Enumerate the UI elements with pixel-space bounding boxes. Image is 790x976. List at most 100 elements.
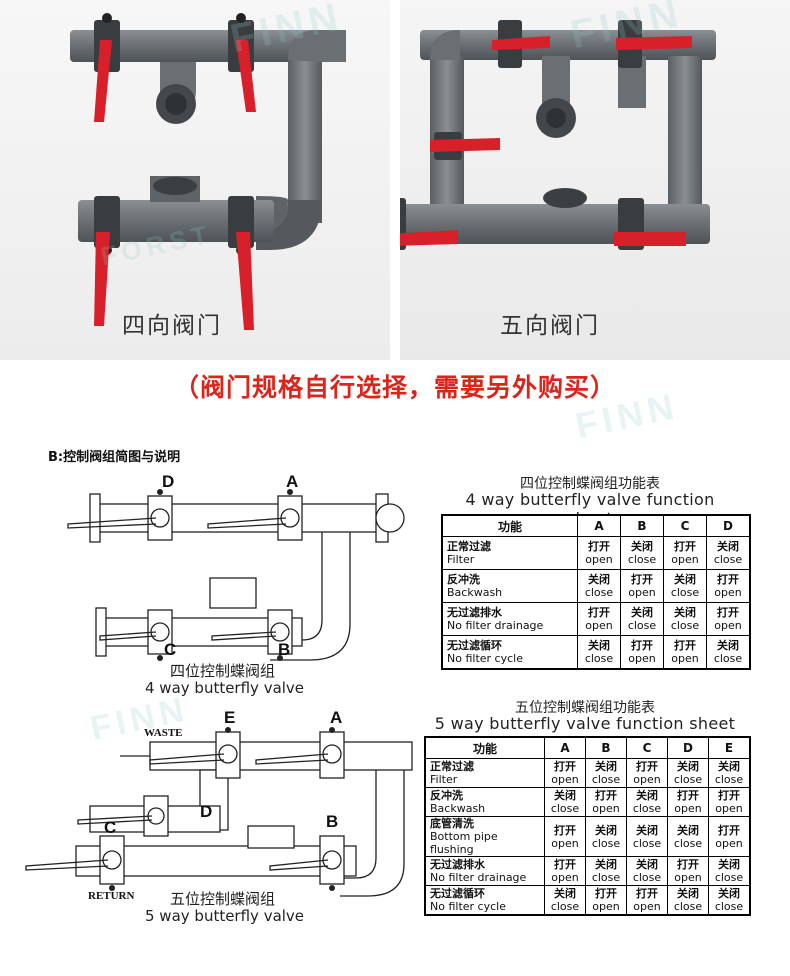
table-header: C xyxy=(663,514,707,537)
state-cn: 关闭 xyxy=(588,573,610,586)
valve-label-b: B xyxy=(326,812,339,831)
state-cn: 关闭 xyxy=(554,789,576,802)
state-en: open xyxy=(633,773,661,786)
state-en: open xyxy=(585,619,613,632)
state-en: close xyxy=(714,871,744,884)
state-cn: 关闭 xyxy=(677,760,699,773)
state-cn: 关闭 xyxy=(636,789,658,802)
state-en: close xyxy=(673,899,703,913)
valve-label-a: A xyxy=(330,708,343,727)
state-cn: 打开 xyxy=(677,858,699,871)
purchase-note: （阀门规格自行选择，需要另外购买） xyxy=(173,373,616,402)
state-en: close xyxy=(627,553,657,566)
state-cn: 打开 xyxy=(588,540,610,553)
state-cn: 打开 xyxy=(636,760,658,773)
state-en: close xyxy=(673,836,703,850)
state-cn: 关闭 xyxy=(631,540,653,553)
function-name-cn: 反冲洗 xyxy=(447,573,480,586)
table-header: D xyxy=(706,514,751,537)
valve-label-d: D xyxy=(162,472,175,491)
state-en: close xyxy=(584,651,614,665)
table-header: E xyxy=(708,736,751,759)
state-cn: 打开 xyxy=(717,606,739,619)
state-en: close xyxy=(591,871,621,884)
function-name-cn: 无过滤循环 xyxy=(430,886,485,900)
state-cn: 打开 xyxy=(588,606,610,619)
state-en: open xyxy=(674,871,702,884)
state-en: close xyxy=(584,586,614,599)
table-header: A xyxy=(577,514,621,537)
five-way-diagram: E A D C B WASTE RETURN xyxy=(20,708,420,908)
state-en: close xyxy=(713,651,743,665)
state-en: open xyxy=(628,586,656,599)
table4-title-cn: 四位控制蝶阀组功能表 xyxy=(520,476,660,492)
table-header: C xyxy=(626,736,668,759)
state-cn: 关闭 xyxy=(674,573,696,586)
table-header: A xyxy=(544,736,586,759)
state-cn: 打开 xyxy=(595,789,617,802)
four-way-diagram-caption-en: 4 way butterfly valve xyxy=(145,679,305,697)
state-cn: 关闭 xyxy=(554,886,576,900)
function-name-cn: 无过滤排水 xyxy=(430,858,485,871)
state-cn: 关闭 xyxy=(631,606,653,619)
table-header: 功能 xyxy=(424,736,545,759)
state-cn: 打开 xyxy=(718,789,740,802)
state-en: open xyxy=(671,553,699,566)
valve-label-d: D xyxy=(200,802,213,821)
function-name-cn: 正常过滤 xyxy=(430,760,474,773)
function-name-cn: 无过滤排水 xyxy=(447,606,502,619)
waste-label: WASTE xyxy=(144,727,183,739)
five-way-diagram-caption-cn: 五位控制蝶阀组 xyxy=(170,890,276,908)
function-name-en: No filter cycle xyxy=(447,651,523,665)
state-cn: 打开 xyxy=(677,789,699,802)
state-en: open xyxy=(715,802,743,815)
four-way-valve-photo: FINN FORST 四向阀门 xyxy=(0,0,390,360)
state-cn: 关闭 xyxy=(717,540,739,553)
valve-label-c: C xyxy=(104,818,117,837)
four-way-diagram-caption-cn: 四位控制蝶阀组 xyxy=(170,662,276,680)
table-header: B xyxy=(620,514,664,537)
four-way-diagram: D A C B xyxy=(60,468,405,668)
state-cn: 关闭 xyxy=(718,858,740,871)
state-cn: 打开 xyxy=(554,823,576,837)
state-en: close xyxy=(632,871,662,884)
return-label: RETURN xyxy=(88,890,135,902)
state-cn: 打开 xyxy=(636,886,658,900)
section-title: B:控制阀组简图与说明 xyxy=(48,450,181,465)
state-en: close xyxy=(632,836,662,850)
state-cn: 关闭 xyxy=(588,638,610,652)
table-header: D xyxy=(667,736,709,759)
state-en: close xyxy=(632,802,662,815)
state-en: open xyxy=(592,899,620,913)
function-name-cn: 无过滤循环 xyxy=(447,638,502,652)
function-name-cn: 底管清洗 xyxy=(430,817,474,830)
state-en: close xyxy=(673,773,703,786)
state-cn: 打开 xyxy=(595,886,617,900)
state-en: close xyxy=(591,836,621,850)
function-name-en: No filter drainage xyxy=(447,619,544,632)
state-cn: 关闭 xyxy=(595,858,617,871)
function-name-en: No filter cycle xyxy=(430,899,506,913)
function-name-en: No filter drainage xyxy=(430,871,527,884)
state-cn: 打开 xyxy=(631,638,653,652)
state-cn: 关闭 xyxy=(595,823,617,837)
state-en: close xyxy=(550,802,580,815)
state-cn: 关闭 xyxy=(636,858,658,871)
state-cn: 打开 xyxy=(717,573,739,586)
valve-label-e: E xyxy=(224,708,236,727)
state-en: open xyxy=(714,619,742,632)
function-name-en: Filter xyxy=(447,553,475,566)
function-name-en: Backwash xyxy=(447,586,503,599)
state-cn: 关闭 xyxy=(717,638,739,652)
table5-title-cn: 五位控制蝶阀组功能表 xyxy=(515,700,655,716)
five-way-valve-illustration xyxy=(400,20,716,250)
